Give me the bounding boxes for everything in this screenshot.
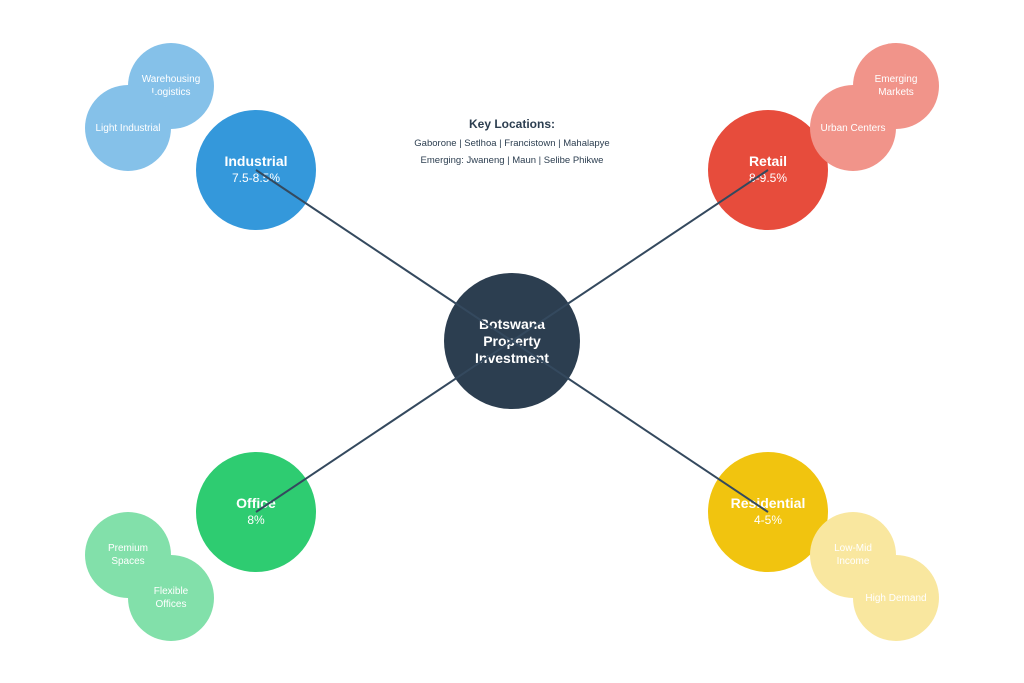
category-yield: 8-9.5%	[748, 171, 788, 185]
subtopic-label: Light Industrial	[95, 122, 161, 134]
key-locations: Key Locations: Gaborone | Setlhoa | Fran…	[362, 116, 662, 169]
subtopic-label: Emerging Markets	[874, 74, 918, 98]
category-title: Retail	[748, 153, 788, 169]
key-locations-emerging: Emerging: Jwaneng | Maun | Selibe Phikwe	[420, 155, 604, 166]
category-title: Residential	[730, 495, 806, 511]
center-node-title: Botswana Property Investment	[475, 315, 549, 366]
category-yield: 7.5-8.5%	[231, 171, 281, 185]
category-title: Industrial	[224, 153, 288, 169]
key-locations-title: Key Locations:	[468, 117, 555, 131]
category-node-industrial: Industrial 7.5-8.5%	[196, 110, 316, 230]
subtopic-label: Premium Spaces	[107, 543, 148, 567]
subtopic-label: Warehousing Logistics	[141, 74, 201, 98]
subtopic-label: Flexible Offices	[153, 586, 189, 610]
subtopic-label: Urban Centers	[820, 122, 886, 134]
key-locations-main: Gaborone | Setlhoa | Francistown | Mahal…	[414, 138, 610, 149]
category-yield: 4-5%	[753, 513, 782, 527]
subtopic-flexible-offices: Flexible Offices	[128, 555, 214, 641]
subtopic-label: High Demand	[865, 592, 927, 604]
category-node-office: Office 8%	[196, 452, 316, 572]
subtopic-label: Low-Mid Income	[834, 543, 872, 567]
subtopic-light-industrial: Light Industrial	[85, 85, 171, 171]
subtopic-high-demand: High Demand	[853, 555, 939, 641]
center-node: Botswana Property Investment	[444, 273, 580, 409]
category-yield: 8%	[247, 513, 265, 527]
subtopic-urban-centers: Urban Centers	[810, 85, 896, 171]
category-title: Office	[236, 495, 276, 511]
